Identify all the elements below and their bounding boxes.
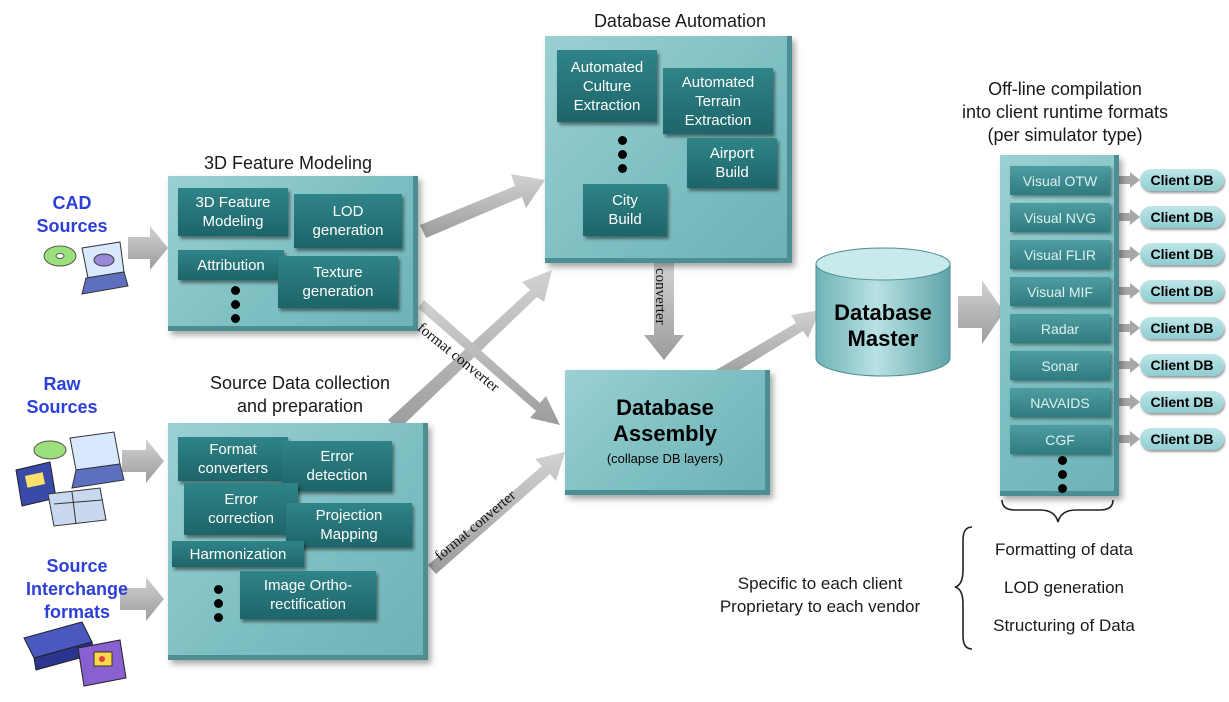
pipeline-item-radar: Radar <box>1010 314 1110 343</box>
raw-sources-label: Raw Sources <box>26 374 98 417</box>
notes-brace <box>954 526 973 650</box>
cad-sources-label: CAD Sources <box>36 193 108 236</box>
raw-arrow <box>122 439 164 483</box>
fm-item-3d-modeling: 3D Feature Modeling <box>178 188 288 236</box>
client-db-5: Client DB <box>1140 317 1224 339</box>
sd-item-error-correction: Error correction <box>184 483 298 535</box>
auto-item-culture: Automated Culture Extraction <box>557 50 657 122</box>
auto-item-city: City Build <box>583 184 667 236</box>
sd-item-projection-mapping: Projection Mapping <box>286 503 412 547</box>
client-db-8: Client DB <box>1140 428 1224 450</box>
source-data-title: Source Data collection and preparation <box>209 373 391 416</box>
cad-arrow <box>128 226 168 270</box>
pipeline-item-cgf: CGF <box>1010 425 1110 454</box>
sd-item-error-detection: Error detection <box>282 441 392 491</box>
auto-item-terrain: Automated Terrain Extraction <box>663 68 773 134</box>
offline-caption: Off-line compilation into client runtime… <box>961 79 1169 145</box>
sd-to-assembly-arrow <box>428 452 565 574</box>
fm-item-texture-generation: Texture generation <box>278 256 398 308</box>
interchange-arrow <box>120 577 164 621</box>
client-arrow-4 <box>1118 283 1140 299</box>
client-arrow-2 <box>1118 209 1140 225</box>
sd-item-harmonization: Harmonization <box>172 541 304 567</box>
client-db-7: Client DB <box>1140 391 1224 413</box>
client-arrow-6 <box>1118 357 1140 373</box>
notes-right-structuring: Structuring of Data <box>993 616 1135 635</box>
fm-to-auto-arrow <box>420 174 545 238</box>
pipeline-item-visual-mif: Visual MIF <box>1010 277 1110 306</box>
client-arrow-7 <box>1118 394 1140 410</box>
db-master-cylinder <box>815 247 951 377</box>
pipeline-item-visual-flir: Visual FLIR <box>1010 240 1110 269</box>
fm-more-dots <box>229 286 241 328</box>
cd-computer-icon <box>43 241 129 295</box>
notes-right-lod: LOD generation <box>1003 578 1125 597</box>
client-arrow-1 <box>1118 172 1140 188</box>
pipeline-more-dots <box>1056 456 1068 498</box>
sd-more-dots <box>212 585 224 627</box>
pipeline-item-visual-nvg: Visual NVG <box>1010 203 1110 232</box>
sd-item-image-ortho: Image Ortho- rectification <box>240 571 376 619</box>
db-automation-title: Database Automation <box>593 11 767 31</box>
interchange-sources-label: Source Interchange formats <box>25 556 129 622</box>
client-db-2: Client DB <box>1140 206 1224 228</box>
assembly-to-master-arrow <box>716 310 820 380</box>
db-assembly-subtitle: (collapse DB layers) <box>606 450 724 466</box>
master-to-pipeline-arrow <box>958 280 1004 344</box>
db-automation-panel: Automated Culture Extraction Automated T… <box>545 36 792 263</box>
pipeline-item-navaids: NAVAIDS <box>1010 388 1110 417</box>
pipeline-item-visual-otw: Visual OTW <box>1010 166 1110 195</box>
feature-modeling-title: 3D Feature Modeling <box>203 153 373 173</box>
fm-to-assembly-arrow <box>418 300 560 425</box>
client-arrow-3 <box>1118 246 1140 262</box>
auto-to-assembly-arrow <box>644 262 684 360</box>
fm-item-attribution: Attribution <box>178 250 284 280</box>
notes-left: Specific to each client Proprietary to e… <box>719 574 921 616</box>
auto-more-dots <box>616 136 628 178</box>
db-assembly-title: Database Assembly <box>613 394 717 446</box>
db-assembly-panel: Database Assembly (collapse DB layers) <box>565 370 770 495</box>
fm-item-lod-generation: LOD generation <box>294 194 402 248</box>
auto-item-airport: Airport Build <box>687 138 777 188</box>
notes-right-formatting: Formatting of data <box>995 540 1133 559</box>
client-arrow-8 <box>1118 431 1140 447</box>
client-db-4: Client DB <box>1140 280 1224 302</box>
client-db-1: Client DB <box>1140 169 1224 191</box>
sd-item-format-converters: Format converters <box>178 437 288 481</box>
interchange-media-icon <box>23 621 127 687</box>
pipeline-item-sonar: Sonar <box>1010 351 1110 380</box>
source-data-panel: Format converters Error detection Error … <box>168 423 428 660</box>
raw-media-icon <box>15 431 125 527</box>
converter-label: converter <box>652 268 668 325</box>
db-master-label: Database Master <box>834 300 932 351</box>
client-db-6: Client DB <box>1140 354 1224 376</box>
client-db-3: Client DB <box>1140 243 1224 265</box>
feature-modeling-panel: 3D Feature Modeling LOD generation Attri… <box>168 176 418 331</box>
client-arrow-5 <box>1118 320 1140 336</box>
pipeline-brace <box>1001 499 1114 523</box>
